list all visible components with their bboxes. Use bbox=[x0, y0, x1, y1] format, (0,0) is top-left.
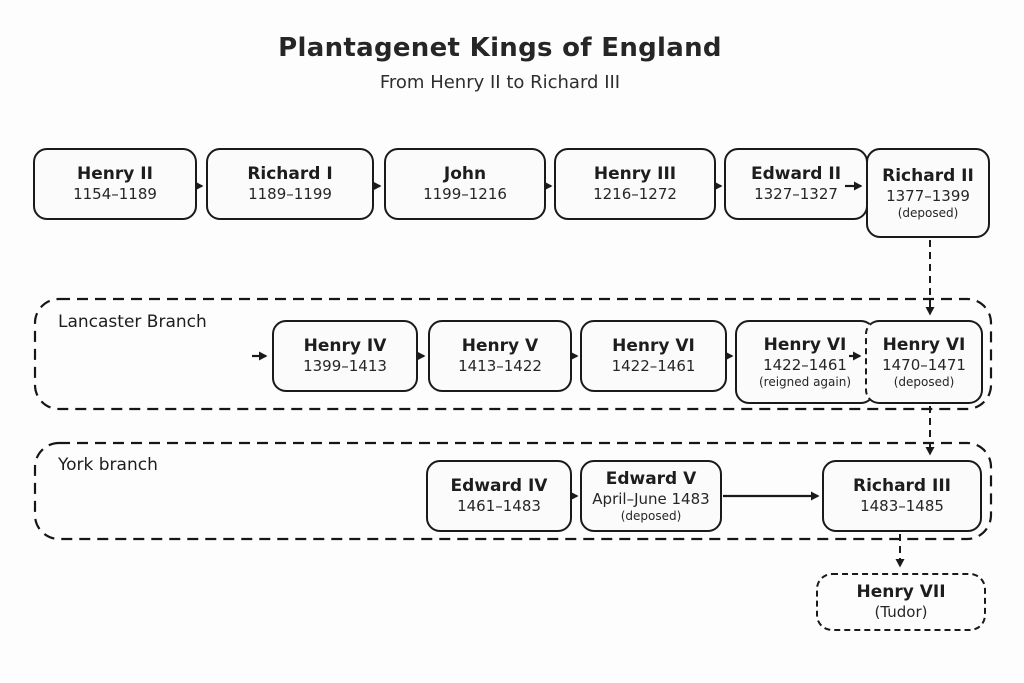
king-dates: 1422–1461 bbox=[763, 355, 847, 374]
king-box-edward-v: Edward V April–June 1483 (deposed) bbox=[580, 460, 722, 532]
lancaster-branch-label: Lancaster Branch bbox=[58, 312, 207, 332]
king-name: Henry V bbox=[461, 336, 539, 356]
king-box-edward-ii: Edward II 1327–1327 bbox=[724, 148, 868, 220]
king-box-richard-i: Richard I 1189–1199 bbox=[206, 148, 374, 220]
king-name: Henry VI bbox=[612, 336, 695, 356]
king-name: Richard III bbox=[852, 476, 951, 496]
king-name: Edward IV bbox=[450, 476, 548, 496]
king-box-henry-vii: Henry VII (Tudor) bbox=[816, 573, 986, 631]
king-box-henry-vi-reigned-again: Henry VI 1422–1461 (reigned again) bbox=[735, 320, 875, 404]
king-box-henry-v: Henry V 1413–1422 bbox=[428, 320, 572, 392]
king-dates: 1216–1272 bbox=[593, 185, 677, 203]
king-box-edward-iv: Edward IV 1461–1483 bbox=[426, 460, 572, 532]
page-subtitle: From Henry II to Richard III bbox=[379, 72, 621, 93]
king-box-john: John 1199–1216 bbox=[384, 148, 546, 220]
king-dates: 1327–1327 bbox=[754, 185, 838, 203]
king-name: John bbox=[443, 164, 487, 184]
king-note: (deposed) bbox=[897, 205, 959, 220]
york-branch-label: York branch bbox=[58, 455, 158, 475]
king-dates: 1413–1422 bbox=[458, 357, 542, 375]
king-box-richard-ii: Richard II 1377–1399 (deposed) bbox=[866, 148, 990, 238]
king-dates: 1399–1413 bbox=[303, 357, 387, 375]
king-name: Henry II bbox=[77, 164, 153, 184]
king-name: Henry VI bbox=[882, 334, 966, 355]
king-name: Henry VI bbox=[763, 334, 847, 355]
king-box-henry-iv: Henry IV 1399–1413 bbox=[272, 320, 418, 392]
king-name: Edward V bbox=[605, 468, 697, 489]
king-dates: 1154–1189 bbox=[73, 185, 157, 203]
king-note: (Tudor) bbox=[874, 603, 928, 621]
king-dates: 1461–1483 bbox=[457, 497, 541, 515]
king-dates: 1189–1199 bbox=[248, 185, 332, 203]
king-note: (deposed) bbox=[893, 374, 955, 389]
king-dates: 1470–1471 bbox=[882, 355, 966, 374]
king-box-henry-vi-deposed: Henry VI 1470–1471 (deposed) bbox=[865, 320, 983, 404]
king-name: Henry III bbox=[593, 164, 677, 184]
king-note: (reigned again) bbox=[758, 374, 852, 389]
king-name: Richard II bbox=[882, 165, 974, 186]
king-dates: 1422–1461 bbox=[611, 357, 696, 375]
king-name: Richard I bbox=[247, 164, 333, 184]
king-dates: 1483–1485 bbox=[860, 497, 944, 515]
king-box-henry-iii: Henry III 1216–1272 bbox=[554, 148, 716, 220]
king-dates: 1377–1399 bbox=[886, 186, 970, 205]
king-box-henry-vi-first-reign: Henry VI 1422–1461 bbox=[580, 320, 727, 392]
king-dates: 1199–1216 bbox=[423, 185, 507, 203]
king-note: (deposed) bbox=[620, 508, 682, 523]
king-name: Henry IV bbox=[303, 336, 387, 356]
king-name: Henry VII bbox=[856, 582, 946, 602]
king-box-richard-iii: Richard III 1483–1485 bbox=[822, 460, 982, 532]
king-name: Edward II bbox=[750, 164, 842, 184]
king-dates: April–June 1483 bbox=[592, 489, 710, 508]
page-title: Plantagenet Kings of England bbox=[278, 33, 722, 63]
king-box-henry-ii: Henry II 1154–1189 bbox=[33, 148, 197, 220]
